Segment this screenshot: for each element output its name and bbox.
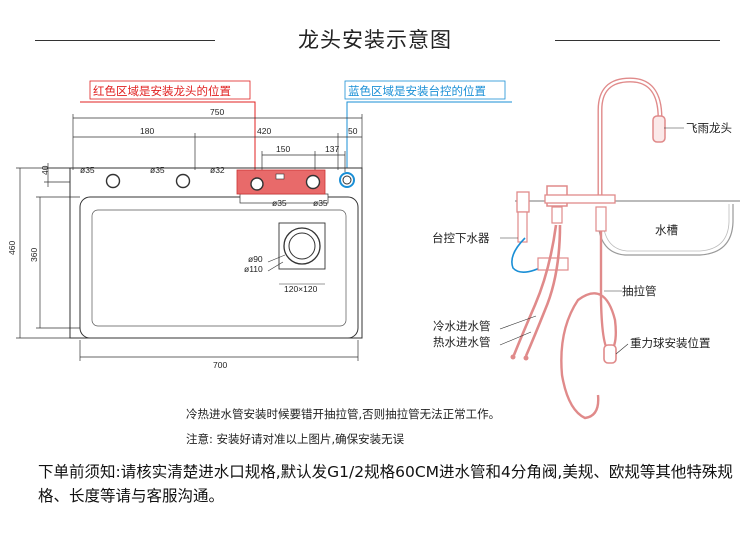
faucet-spout [597,77,663,198]
label-weight: 重力球安装位置 [630,336,711,350]
hole-3 [250,177,264,191]
drain-label-a: ø90 [248,254,263,264]
hot-hose-end [523,355,529,361]
side-view [499,77,740,420]
dim-360: 360 [29,248,39,262]
dim-50: 50 [348,126,358,136]
hole-label-3: ø32 [210,165,225,175]
controller-hole-inner [342,175,352,185]
note-line-1: 冷热进水管安装时候要错开抽拉管,否则抽拉管无法正常工作。 [186,407,501,421]
drain-inner [288,232,316,260]
label-faucet: 飞雨龙头 [686,121,732,135]
blue-callout-text: 蓝色区域是安装台控的位置 [348,84,486,98]
dim-460: 460 [7,241,17,255]
hole-label-4: ø35 [272,198,287,208]
title-rule-right [555,40,720,41]
hot-leader [499,331,532,346]
dim-137: 137 [325,144,339,154]
weight-leader [615,343,629,355]
side-view-labels: 飞雨龙头 水槽 台控下水器 抽拉管 冷水进水管 热水进水管 重力球安装位置 [432,121,732,350]
hole-label-1: ø35 [80,165,95,175]
controller-hole [339,172,355,188]
dim-700: 700 [213,360,227,370]
dim-180: 180 [140,126,154,136]
label-controller: 台控下水器 [432,231,490,245]
red-callout-text: 红色区域是安装龙头的位置 [93,84,231,98]
label-sink: 水槽 [655,223,678,237]
label-pullout: 抽拉管 [622,284,657,298]
drain-body [537,257,569,271]
sink-bowl-inner [602,204,730,252]
red-callout-box [89,80,251,100]
controller-top [516,191,530,213]
hole-label-2: ø35 [150,165,165,175]
tap-holes [105,173,321,191]
faucet-spout-core [598,78,662,197]
cold-hose-end [510,354,516,360]
hole-4 [305,174,321,190]
dim-40: 40 [40,165,50,175]
drain-leader-a [267,254,286,263]
faucet-head [652,115,666,143]
faucet-shank-left [551,206,563,224]
hole-2 [175,173,191,189]
hole-label-5: ø35 [313,198,328,208]
dim-420: 420 [257,126,271,136]
label-hot: 热水进水管 [433,335,491,349]
weight-ball [603,344,617,364]
controller-cable [511,237,549,273]
sink-basin-inner [91,209,347,327]
label-cold: 冷水进水管 [433,319,491,333]
page-title: 龙头安装示意图 [298,28,452,52]
faucet-shank-right [595,206,607,232]
drain-leader-b [267,261,284,272]
faucet-zone-slot [275,173,285,180]
dim-750: 750 [210,107,224,117]
title-rule-left [35,40,215,41]
cold-hose [512,224,558,356]
pullout-hose [560,231,618,420]
red-leader-line [80,101,256,170]
blue-leader-line [346,101,512,168]
blue-callout-box [344,80,506,100]
sink-basin-outline [79,196,359,339]
cold-leader [499,315,537,330]
footer-notice: 下单前须知:请核实清楚进水口规格,默认发G1/2规格60CM进水管和4分角阀,美… [38,463,733,505]
note-line-2: 注意: 安装好请对准以上图片,确保安装无误 [186,432,405,446]
faucet-deck-plate [544,194,616,204]
controller-rod [517,211,528,243]
hole-1 [105,173,121,189]
hot-hose [524,224,562,357]
top-dimension-lines [16,114,363,361]
drain-box-label: 120×120 [284,284,318,294]
drain-label-b: ø110 [244,264,263,274]
dim-150: 150 [276,144,290,154]
hole-labels: ø35 ø35 ø32 ø35 ø35 [80,165,328,208]
top-dimension-labels: 750 180 420 50 150 137 40 460 360 700 [7,107,358,370]
